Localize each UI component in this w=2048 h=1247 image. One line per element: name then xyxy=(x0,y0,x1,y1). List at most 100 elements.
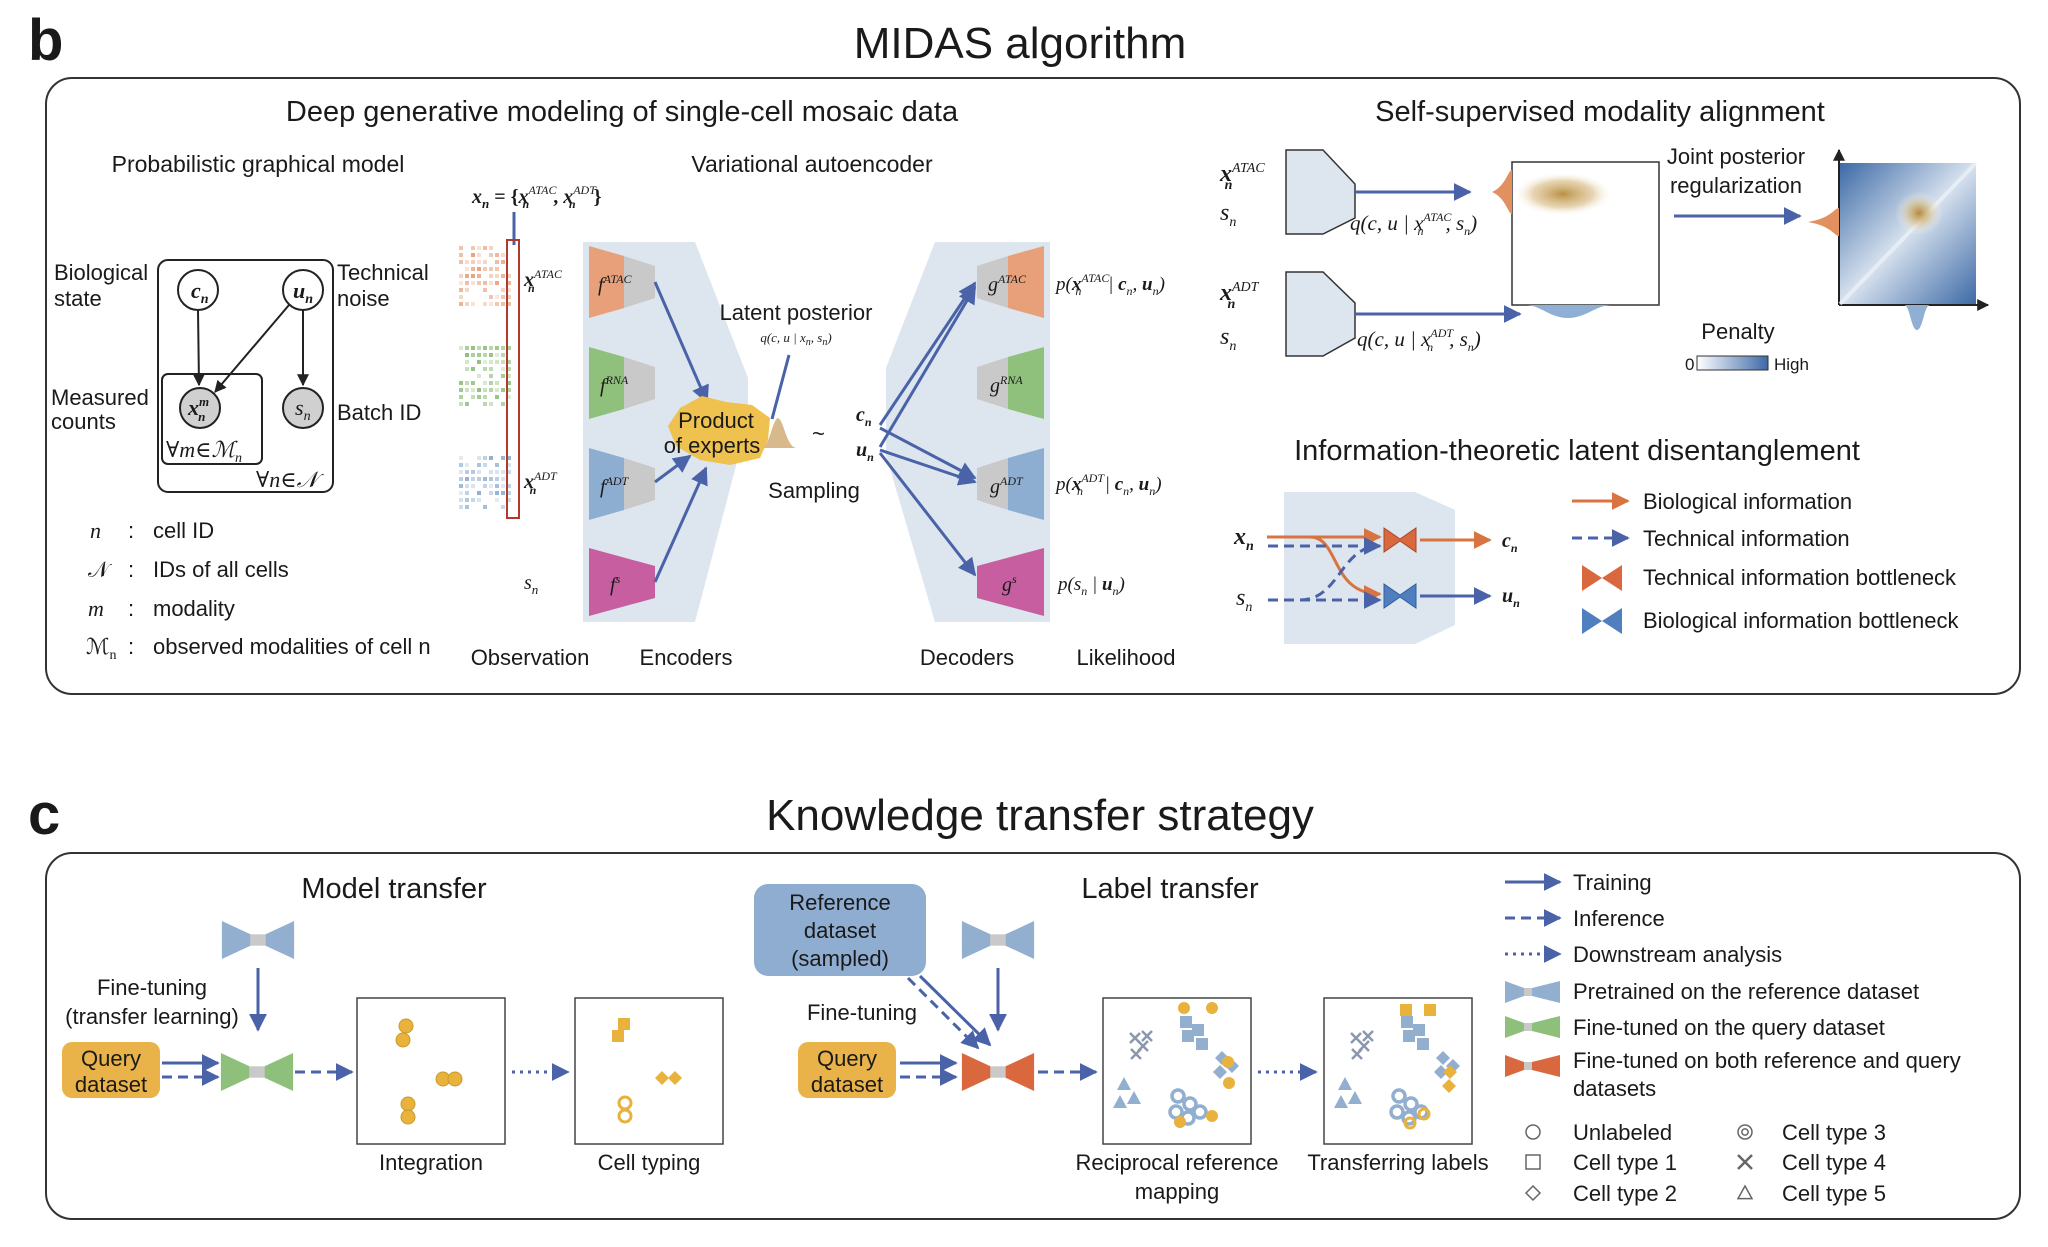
svg-text:Inference: Inference xyxy=(1573,906,1665,931)
matrix-cell xyxy=(501,295,505,299)
svg-text:Training: Training xyxy=(1573,870,1652,895)
encoder-half xyxy=(220,1053,250,1091)
matrix-cell xyxy=(507,346,511,350)
cell-target xyxy=(1192,1104,1208,1120)
matrix-cell xyxy=(495,253,499,257)
svg-text:m: m xyxy=(88,596,104,621)
cell-diamond xyxy=(1443,1065,1457,1079)
svg-text:Technical information bottlene: Technical information bottleneck xyxy=(1643,565,1957,590)
matrix-cell xyxy=(465,281,469,285)
svg-text:Fine-tuned on the query datase: Fine-tuned on the query dataset xyxy=(1573,1015,1885,1040)
matrix-cell xyxy=(477,246,481,250)
matrix-cell xyxy=(507,302,511,306)
cell-target xyxy=(1403,1116,1417,1130)
matrix-cell xyxy=(489,281,493,285)
svg-text:state: state xyxy=(54,286,102,311)
integration-plot xyxy=(356,997,506,1145)
matrix-cell xyxy=(459,288,463,292)
matrix-cell xyxy=(495,477,499,481)
svg-text:Query: Query xyxy=(817,1046,877,1071)
svg-text:sn: sn xyxy=(1220,200,1236,230)
cell-target xyxy=(1401,1110,1417,1126)
cell-square xyxy=(1403,1030,1415,1042)
cell-target xyxy=(1391,1088,1407,1104)
matrix-cell xyxy=(459,295,463,299)
model-transfer: Model transfer Fine-tuning (transfer lea… xyxy=(62,873,724,1175)
cell-triangle xyxy=(1127,1091,1141,1104)
tech-bottleneck-legend-icon xyxy=(1582,565,1622,591)
pretrained-model-icon-2 xyxy=(961,921,1035,959)
matrix-cell xyxy=(483,505,487,509)
matrix-cell xyxy=(507,295,511,299)
cell-square xyxy=(1196,1038,1208,1050)
matrix-cell xyxy=(507,470,511,474)
encoder-half xyxy=(961,1053,991,1091)
matrix-cell xyxy=(477,491,481,495)
svg-text:n: n xyxy=(90,518,101,543)
matrix-cell xyxy=(471,498,475,502)
matrix-cell xyxy=(501,288,505,292)
svg-text:Cell type 4: Cell type 4 xyxy=(1782,1150,1886,1175)
matrix-cell xyxy=(477,267,481,271)
matrix-cell xyxy=(501,353,505,357)
bio-bottleneck-shape xyxy=(1383,583,1417,609)
matrix-cell xyxy=(471,274,475,278)
svg-text:Joint posterior: Joint posterior xyxy=(1667,144,1805,169)
matrix-cell xyxy=(495,388,499,392)
sampling-label: Sampling xyxy=(768,478,860,503)
penalty-label: Penalty xyxy=(1701,319,1774,344)
matrix-cell xyxy=(495,274,499,278)
matrix-cell xyxy=(501,484,505,488)
matrix-cell xyxy=(495,346,499,350)
integration-label: Integration xyxy=(379,1150,483,1175)
matrix-cell xyxy=(501,360,505,364)
decoder-half xyxy=(265,921,295,959)
svg-text::: : xyxy=(128,518,134,543)
disentangle-heading: Information-theoretic latent disentangle… xyxy=(1294,435,1860,467)
cell-square xyxy=(618,1018,630,1030)
matrix-cell xyxy=(495,360,499,364)
matrix-cell xyxy=(501,477,505,481)
matrix-cell xyxy=(477,374,481,378)
panel-b-letter: b xyxy=(28,8,63,73)
svg-text:~: ~ xyxy=(812,421,825,446)
svg-text:cn: cn xyxy=(856,404,872,429)
cell-triangle xyxy=(1117,1077,1131,1090)
latent-bar xyxy=(990,934,1006,946)
pgm-heading: Probabilistic graphical model xyxy=(112,151,405,177)
matrix-cell xyxy=(471,281,475,285)
decoder-atac: gATAC xyxy=(977,246,1044,318)
matrix-cell xyxy=(495,302,499,306)
matrix-cell xyxy=(459,395,463,399)
matrix-cell xyxy=(489,353,493,357)
matrix-cell xyxy=(465,302,469,306)
legend-model-encoder xyxy=(1505,1055,1524,1077)
svg-text:IDs of all cells: IDs of all cells xyxy=(153,557,289,582)
cell-triangle xyxy=(1338,1077,1352,1090)
matrix-cell xyxy=(471,253,475,257)
cell-dot xyxy=(400,1109,416,1125)
cell-dot xyxy=(1206,1110,1218,1122)
matrix-cell xyxy=(483,360,487,364)
legend-model-decoder xyxy=(1532,981,1560,1003)
legend-model-encoder xyxy=(1505,981,1524,1003)
matrix-cell xyxy=(501,274,505,278)
svg-text:sn: sn xyxy=(1220,324,1236,354)
decoder-half xyxy=(264,1053,294,1091)
reciprocal-mapping-scatter xyxy=(1113,1002,1239,1128)
svg-text:dataset: dataset xyxy=(811,1072,883,1097)
matrix-cell xyxy=(495,260,499,264)
cell-square xyxy=(1182,1030,1194,1042)
matrix-cell xyxy=(477,498,481,502)
matrix-cell xyxy=(477,360,481,364)
svg-text:Cell type 1: Cell type 1 xyxy=(1573,1150,1677,1175)
latent-distribution xyxy=(762,418,796,448)
matrix-cell xyxy=(489,470,493,474)
svg-text:Downstream analysis: Downstream analysis xyxy=(1573,942,1782,967)
matrix-cell xyxy=(489,374,493,378)
cell-diamond xyxy=(1436,1051,1450,1065)
